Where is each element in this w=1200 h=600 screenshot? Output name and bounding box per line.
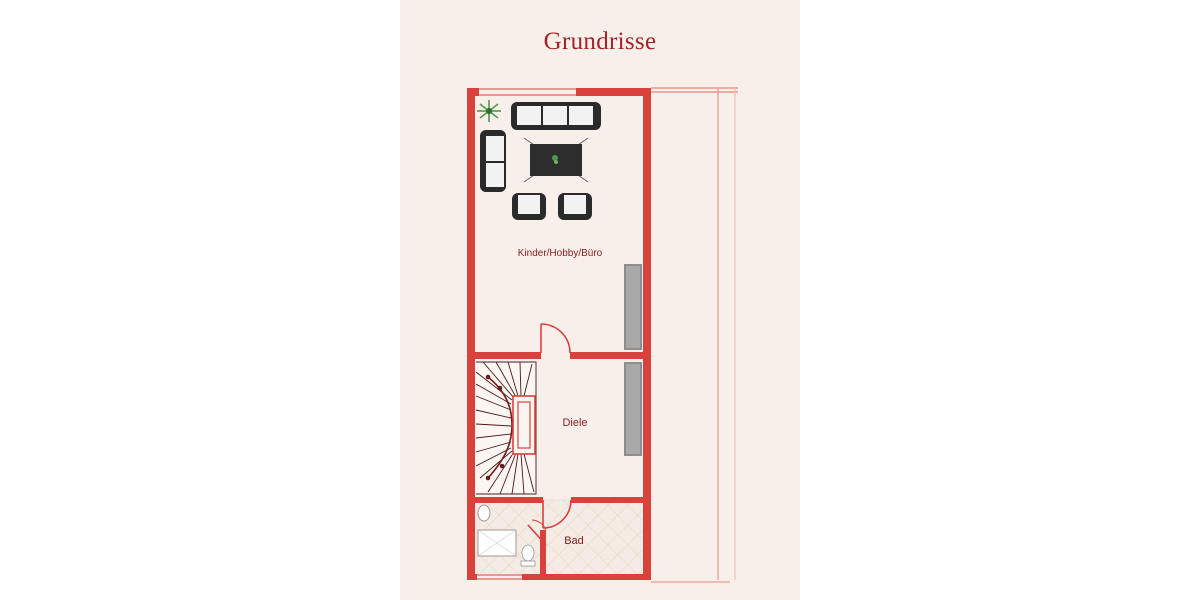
armchair-icon [512,193,592,220]
room-label-hall: Diele [562,417,587,429]
floor-plan: Kinder/Hobby/Büro Diele Bad [467,87,738,583]
room-label-bath: Bad [564,535,584,547]
balcony-frame [651,87,738,583]
walls [467,88,651,580]
wardrobe-icon [624,264,642,456]
coffee-table-icon [523,137,589,183]
plant-icon [477,100,501,122]
toilet-icon [520,544,536,567]
sofa-icon [480,102,601,192]
door-icon [527,323,572,546]
balcony-stripes [651,96,738,576]
floor-plan-panel: Grundrisse [400,0,800,600]
room-label-living: Kinder/Hobby/Büro [518,248,603,259]
staircase-icon [475,360,537,496]
shower-icon [477,504,517,557]
page-title: Grundrisse [543,28,657,55]
